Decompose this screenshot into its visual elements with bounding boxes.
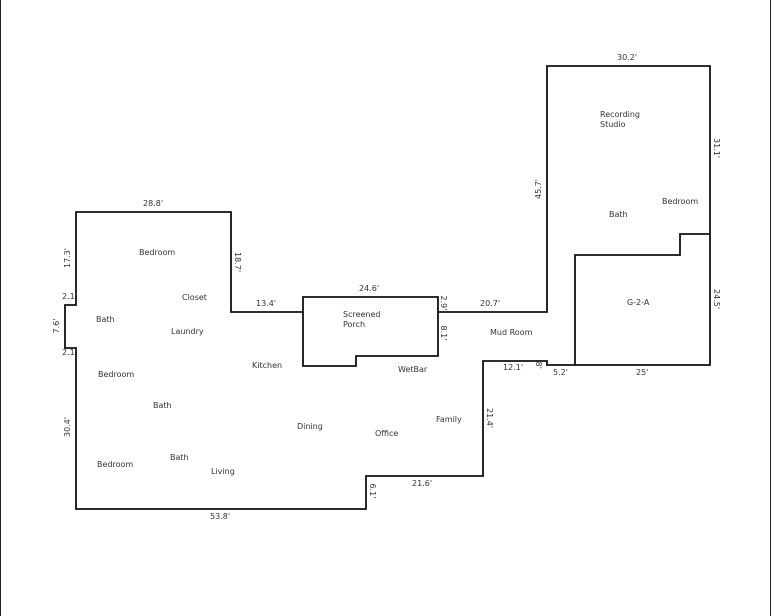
room-label-kitchen: Kitchen (252, 361, 282, 370)
dimension-label: 30.2' (617, 53, 637, 62)
dimension-label: 18.7' (233, 252, 242, 272)
dimension-label: 2.1' (62, 292, 77, 301)
room-label-dining: Dining (297, 422, 323, 431)
main-outline (64, 65, 711, 510)
room-label-office: Office (375, 429, 398, 438)
dimension-label: 5.2' (553, 368, 568, 377)
dimension-label: 17.3' (63, 248, 72, 268)
dimension-label: .8' (534, 359, 543, 369)
room-label-wetbar: WetBar (398, 365, 428, 374)
room-label-bath: Bath (96, 315, 115, 324)
dimension-label: 7.6' (52, 319, 61, 334)
dimension-label: 12.1' (503, 363, 523, 372)
dimension-label: 24.6' (359, 284, 379, 293)
room-label-screened: Screened (343, 310, 381, 319)
porch-bottom-wall (302, 312, 439, 367)
room-label-studio: Studio (600, 120, 626, 129)
dimension-label: 30.4' (63, 417, 72, 437)
dimension-label: 28.8' (143, 199, 163, 208)
room-label-bath: Bath (170, 453, 189, 462)
dimension-label: 31.1' (712, 138, 721, 158)
room-label-mud-room: Mud Room (490, 328, 533, 337)
room-label-bedroom: Bedroom (662, 197, 698, 206)
dimension-label: 53.8' (210, 512, 230, 521)
dimension-label: 8.1' (439, 326, 448, 341)
room-label-family: Family (436, 415, 462, 424)
dimension-label: 2.9' (439, 296, 448, 311)
dimension-label: 21.6' (412, 479, 432, 488)
room-label-bedroom: Bedroom (97, 460, 133, 469)
garage-wall (574, 233, 710, 365)
room-label-bedroom: Bedroom (139, 248, 175, 257)
room-label-living: Living (211, 467, 235, 476)
dimension-label: 24.5' (712, 289, 721, 309)
room-label-bath: Bath (153, 401, 172, 410)
room-label-porch: Porch (343, 320, 365, 329)
dimension-label: 6.1' (368, 484, 377, 499)
room-label-recording: Recording (600, 110, 640, 119)
dimension-label: 25' (636, 368, 648, 377)
room-label-bath: Bath (609, 210, 628, 219)
room-label-closet: Closet (182, 293, 207, 302)
room-label-garage: G-2-A (627, 298, 650, 307)
dimension-label: 20.7' (480, 299, 500, 308)
dimension-label: 13.4' (256, 299, 276, 308)
dimension-label: 2.1' (62, 348, 77, 357)
dimension-label: 21.4' (485, 408, 494, 428)
dimension-label: 45.7' (534, 179, 543, 199)
room-label-bedroom: Bedroom (98, 370, 134, 379)
room-label-laundry: Laundry (171, 327, 204, 336)
